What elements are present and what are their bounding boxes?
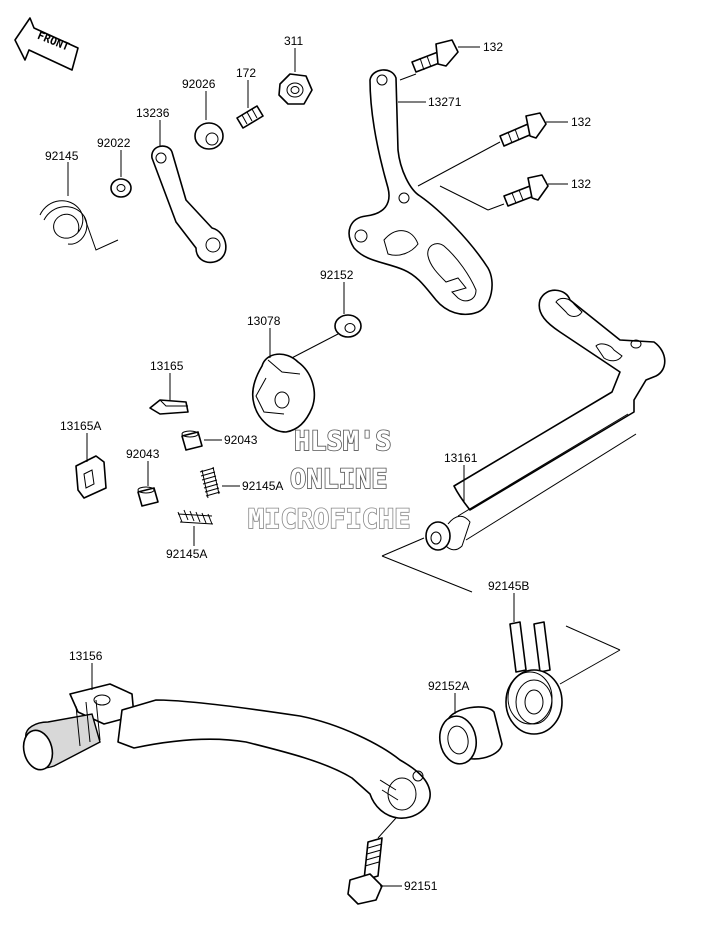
label-92145: 92145 xyxy=(45,149,79,163)
part-92043-pin-lower xyxy=(137,486,159,507)
watermark-line-3: MICROFICHE xyxy=(248,504,411,535)
front-arrow-icon: FRONT xyxy=(14,17,79,71)
part-13078-plate xyxy=(251,353,316,433)
part-92145-spring xyxy=(39,200,119,251)
watermark-line-1: HLSM'S xyxy=(294,426,392,457)
part-92026-collar xyxy=(194,122,224,150)
part-13236-arm xyxy=(151,145,227,264)
label-92026: 92026 xyxy=(182,77,216,91)
label-92043-lower: 92043 xyxy=(126,447,160,461)
label-132-mid: 132 xyxy=(571,115,591,129)
label-13156: 13156 xyxy=(69,649,103,663)
label-13078: 13078 xyxy=(247,314,281,328)
label-92152: 92152 xyxy=(320,268,354,282)
part-92022-washer xyxy=(110,178,132,198)
part-311-nut xyxy=(278,73,313,105)
part-13165-pawl xyxy=(149,399,189,415)
label-132-top: 132 xyxy=(483,40,503,54)
part-92145B-spring xyxy=(505,621,563,735)
label-92152A: 92152A xyxy=(428,679,469,693)
part-92145A-spring-upper xyxy=(199,466,221,499)
part-13165A-pawl xyxy=(75,455,107,499)
label-92022: 92022 xyxy=(97,136,131,150)
label-311: 311 xyxy=(284,34,303,48)
part-13271-bracket xyxy=(348,69,493,316)
watermark: HLSM'S ONLINE MICROFICHE xyxy=(247,425,411,536)
label-92151: 92151 xyxy=(404,879,438,893)
label-92145A-lower: 92145A xyxy=(166,547,207,561)
watermark-line-2: ONLINE xyxy=(290,464,388,495)
label-172: 172 xyxy=(236,66,256,80)
part-132-bolt-low xyxy=(503,174,549,207)
part-92151-bolt xyxy=(347,837,383,905)
part-92145A-spring-lower xyxy=(177,509,214,525)
part-132-bolt-mid xyxy=(499,112,547,147)
part-132-bolt-top xyxy=(411,39,459,73)
label-13165A: 13165A xyxy=(60,419,101,433)
label-92145B: 92145B xyxy=(488,579,529,593)
label-13165: 13165 xyxy=(150,359,184,373)
part-13161-shift-shaft xyxy=(425,289,666,551)
part-92152A-collar xyxy=(438,706,503,765)
label-13271: 13271 xyxy=(428,95,462,109)
part-172-stud xyxy=(236,105,264,129)
part-13156-shift-pedal xyxy=(22,683,431,819)
label-132-low: 132 xyxy=(571,177,591,191)
label-92043-upper: 92043 xyxy=(224,433,258,447)
label-13161: 13161 xyxy=(444,451,478,465)
part-92043-pin-upper xyxy=(181,430,203,451)
part-92152-washer xyxy=(334,314,362,338)
label-13236: 13236 xyxy=(136,106,170,120)
label-92145A-upper: 92145A xyxy=(242,479,283,493)
